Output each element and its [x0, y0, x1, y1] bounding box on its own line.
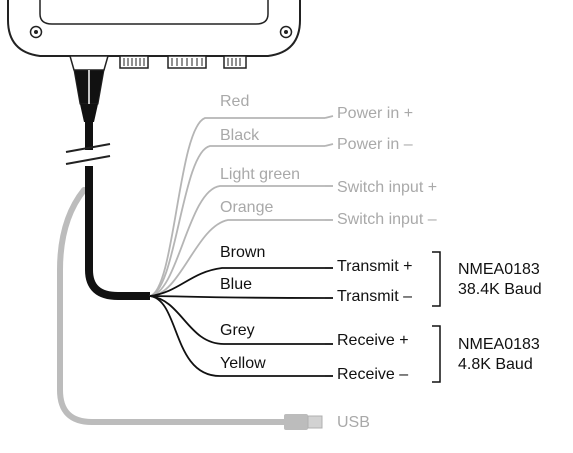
wire-color-label-light-green: Light green — [220, 166, 301, 183]
function-label-switch-input-minus: Switch input – — [337, 211, 437, 228]
group-transmit-label: NMEA0183 38.4K Baud — [458, 260, 542, 300]
group-receive-baud: 4.8K Baud — [458, 356, 533, 373]
wire-color-label-brown: Brown — [220, 244, 266, 261]
function-label-receive-plus: Receive + — [337, 332, 409, 349]
usb-cable — [57, 187, 288, 425]
wire-color-label-orange: Orange — [220, 199, 274, 216]
function-label-transmit-plus: Transmit + — [337, 258, 413, 275]
main-cable — [85, 118, 150, 300]
bracket-transmit — [432, 251, 441, 307]
group-transmit-protocol: NMEA0183 — [458, 261, 540, 278]
function-label-switch-input-plus: Switch input + — [337, 179, 438, 196]
wire-color-label-yellow: Yellow — [220, 355, 266, 372]
device-housing — [7, 0, 301, 122]
cable-break-mark — [65, 143, 111, 165]
group-receive-protocol: NMEA0183 — [458, 336, 540, 353]
function-label-receive-minus: Receive – — [337, 366, 409, 383]
inactive-wires — [149, 117, 325, 297]
wire-tips — [324, 115, 334, 377]
wire-color-label-blue: Blue — [220, 276, 253, 293]
wire-color-label-black: Black — [220, 127, 260, 144]
function-label-transmit-minus: Transmit – — [337, 288, 412, 305]
function-label-power-in-plus: Power in + — [337, 105, 414, 122]
group-brackets — [432, 251, 441, 383]
usb-plug-icon — [284, 414, 323, 430]
usb-label: USB — [337, 414, 370, 431]
group-transmit-baud: 38.4K Baud — [458, 281, 542, 298]
group-receive-label: NMEA0183 4.8K Baud — [458, 335, 540, 375]
function-label-power-in-minus: Power in – — [337, 136, 413, 153]
wire-color-label-grey: Grey — [220, 322, 255, 339]
wire-color-label-red: Red — [220, 93, 250, 110]
active-wires — [149, 267, 326, 377]
bracket-receive — [432, 325, 441, 383]
